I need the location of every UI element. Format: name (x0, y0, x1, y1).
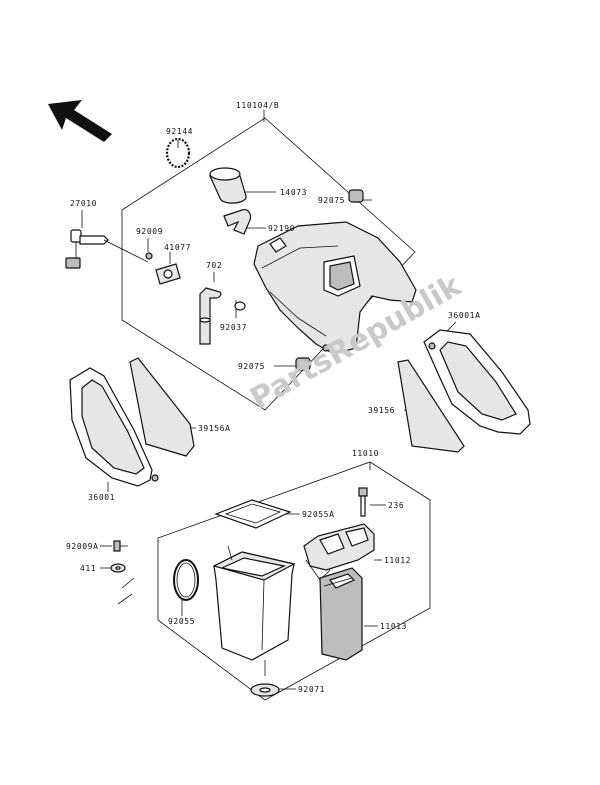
hose-clamp-part (165, 137, 191, 169)
drain-hose-part (199, 287, 222, 345)
screw-part (145, 252, 153, 260)
washer-part (110, 563, 126, 573)
label-92075-lower: 92075 (238, 362, 265, 371)
case-cap-part (303, 523, 375, 581)
label-92037: 92037 (220, 323, 247, 332)
label-11012: 11012 (384, 556, 411, 565)
bracket-plate-part (155, 263, 181, 285)
label-702: 702 (206, 261, 222, 270)
label-92055: 92055 (168, 617, 195, 626)
side-cover-right-part (423, 329, 531, 435)
label-36001: 36001 (88, 493, 115, 502)
screw-lower-part (113, 540, 128, 552)
label-92144: 92144 (166, 127, 193, 136)
clamp-part (234, 301, 246, 311)
label-92071: 92071 (298, 685, 325, 694)
label-39156: 39156 (368, 406, 395, 415)
label-11013: 11013 (380, 622, 407, 631)
assembly-frame-lower (157, 461, 431, 701)
label-92075-upper: 92075 (318, 196, 345, 205)
label-27010: 27010 (70, 199, 97, 208)
side-cover-left-part (69, 367, 159, 487)
label-92055a: 92055A (302, 510, 335, 519)
label-14073: 14073 (280, 188, 307, 197)
grommet-lower-part (295, 357, 311, 371)
front-direction-arrow-icon (48, 100, 112, 142)
label-36001a: 36001A (448, 311, 481, 320)
assembly-frame-upper (121, 117, 416, 411)
label-110104b: 110104/B (236, 101, 279, 110)
filter-element-part (319, 567, 363, 661)
label-92009a: 92009A (66, 542, 99, 551)
air-cleaner-case-part (212, 545, 296, 661)
label-236: 236 (388, 501, 404, 510)
gasket-square-part (214, 499, 292, 529)
label-11010: 11010 (352, 449, 379, 458)
label-411: 411 (80, 564, 96, 573)
label-39156a: 39156A (198, 424, 231, 433)
intake-duct-part (209, 167, 247, 204)
filter-pad-left-part (129, 357, 195, 457)
label-92190: 92190 (268, 224, 295, 233)
elbow-hose-part (223, 209, 252, 235)
label-41077: 41077 (164, 243, 191, 252)
label-92009: 92009 (136, 227, 163, 236)
o-ring-part (173, 559, 199, 601)
filter-pad-right-part (397, 359, 465, 453)
grommet-upper-part (348, 189, 364, 203)
switch-part (65, 229, 149, 269)
grommet-bottom-part (250, 683, 280, 697)
bolt-part (358, 487, 368, 517)
air-box-body-part (253, 221, 417, 355)
